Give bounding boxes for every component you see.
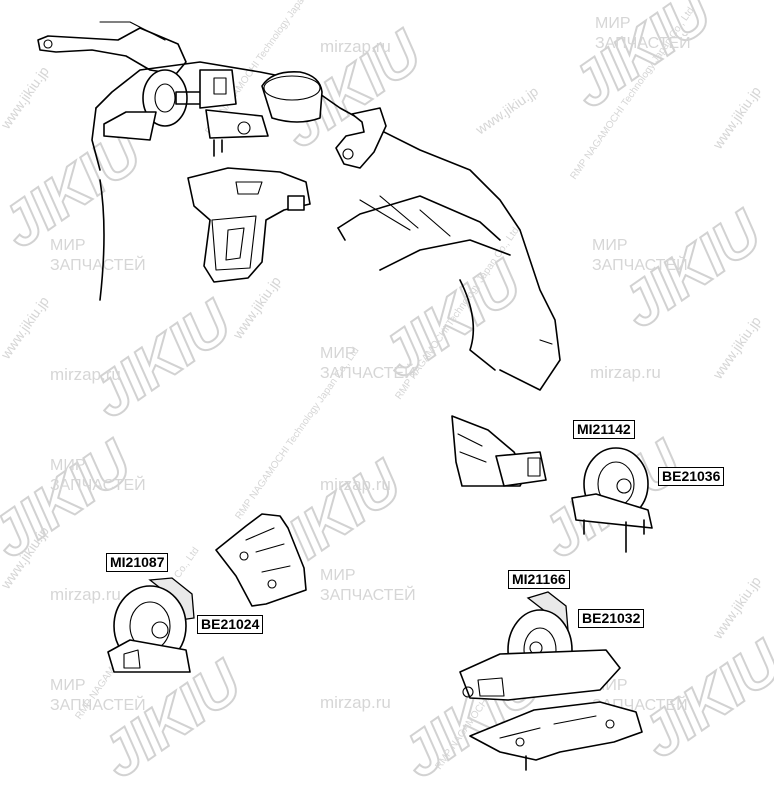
mount-mi21142-drawing xyxy=(571,447,653,553)
watermark-site-jp: www.jikiu.jp xyxy=(0,63,52,132)
watermark-text-group: МИР ЗАПЧАСТЕЙ mirzap.ru МИР ЗАПЧАСТЕЙ МИ… xyxy=(0,0,764,772)
watermark-site-ru: mirzap.ru xyxy=(320,475,391,494)
watermark-brand: JIKIU xyxy=(389,647,554,791)
watermark-site-jp: www.jikiu.jp xyxy=(472,83,541,138)
watermark-shop-line1: МИР xyxy=(50,457,86,474)
part-label-mi21166[interactable]: MI21166 xyxy=(508,570,570,589)
watermark-site-ru: mirzap.ru xyxy=(50,365,121,384)
watermark-company: RMP NAGAMOCHI Technology Japan Co., Ltd xyxy=(568,5,696,181)
watermark-site-jp: www.jikiu.jp xyxy=(709,83,764,152)
watermark-shop-line1: МИР xyxy=(320,567,356,584)
watermark-site-jp: www.jikiu.jp xyxy=(0,293,52,362)
watermark-brand: JIKIU xyxy=(0,427,144,571)
watermark-company: RMP NAGAMOCHI Technology Japan Co., Ltd xyxy=(393,225,521,401)
watermark-brand: JIKIU xyxy=(79,287,244,431)
watermark-brand: JIKIU xyxy=(629,627,774,771)
watermark-brand: JIKIU xyxy=(529,427,694,571)
part-label-be21024[interactable]: BE21024 xyxy=(197,615,264,634)
watermark-company: RMP NAGAMOCHI Technology Japan Co., Ltd xyxy=(203,0,331,137)
watermark-shop-line2: ЗАПЧАСТЕЙ xyxy=(320,363,416,382)
watermark-shop-line1: МИР xyxy=(592,237,628,254)
bracket-left-drawing xyxy=(215,513,307,607)
watermark-shop-line2: ЗАПЧАСТЕЙ xyxy=(320,585,416,604)
watermark-shop-line2: ЗАПЧАСТЕЙ xyxy=(592,255,688,274)
watermark-company: RMP NAGAMOCHI Technology Japan Co., Ltd xyxy=(233,345,361,521)
watermark-shop-line2: ЗАПЧАСТЕЙ xyxy=(592,695,688,714)
watermark-site-ru: mirzap.ru xyxy=(320,37,391,56)
watermark-site-jp: www.jikiu.jp xyxy=(0,523,52,592)
watermark-site-jp: www.jikiu.jp xyxy=(709,313,764,382)
watermark-site-ru: mirzap.ru xyxy=(320,693,391,712)
watermark-brand: JIKIU xyxy=(559,0,724,121)
watermark-shop-line1: МИР xyxy=(50,237,86,254)
watermark-shop-line1: МИР xyxy=(592,677,628,694)
watermark-brand: JIKIU xyxy=(0,117,154,261)
watermark-shop-line2: ЗАПЧАСТЕЙ xyxy=(595,33,691,52)
watermark-shop-line2: ЗАПЧАСТЕЙ xyxy=(50,255,146,274)
bracket-right-drawing xyxy=(451,415,547,487)
watermark-shop-line1: МИР xyxy=(50,677,86,694)
watermark-brand: JIKIU xyxy=(609,197,774,341)
watermark-site-ru: mirzap.ru xyxy=(50,585,121,604)
watermark-site-ru: mirzap.ru xyxy=(590,363,661,382)
engine-assembly-drawing xyxy=(37,21,561,391)
part-label-be21036[interactable]: BE21036 xyxy=(658,467,725,486)
watermark-company: RMP NAGAMOCHI Technology Japan Co., Ltd xyxy=(433,595,561,771)
watermark-brand: JIKIU xyxy=(249,447,414,591)
watermark-site-jp: www.jikiu.jp xyxy=(709,573,764,642)
part-label-mi21087[interactable]: MI21087 xyxy=(106,553,169,572)
watermark-shop-line1: МИР xyxy=(595,15,631,32)
watermark-brand: JIKIU xyxy=(89,647,254,791)
watermark-shop-line2: ЗАПЧАСТЕЙ xyxy=(50,695,146,714)
watermark-shop-line1: МИР xyxy=(320,345,356,362)
part-label-mi21142[interactable]: MI21142 xyxy=(573,420,635,439)
watermark-shop-line2: ЗАПЧАСТЕЙ xyxy=(50,475,146,494)
part-label-be21032[interactable]: BE21032 xyxy=(578,609,645,628)
watermark-brand: JIKIU xyxy=(369,247,534,391)
mount-mi21087-drawing xyxy=(107,577,195,673)
watermark-brand: JIKIU xyxy=(269,17,434,161)
watermark-site-jp: www.jikiu.jp xyxy=(229,273,284,342)
